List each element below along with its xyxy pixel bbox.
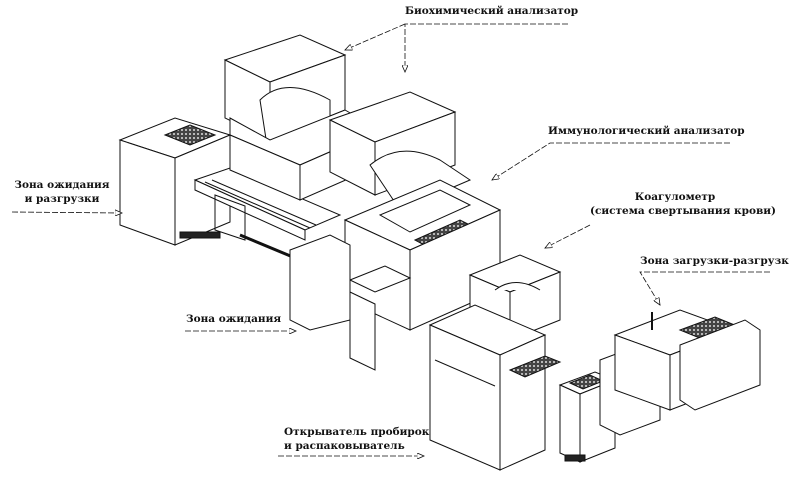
wait-unload-line1: Зона ожидания xyxy=(14,179,110,191)
label-immunological-analyzer: Иммунологический анализатор xyxy=(548,125,745,137)
opener-line1: Открыватель пробирок xyxy=(284,426,430,438)
callout-load xyxy=(639,271,770,305)
coag-line2: (система свертывания крови) xyxy=(590,205,777,217)
label-loading-zone: Зона загрузки-разгрузки xyxy=(640,255,789,267)
transport-rail xyxy=(193,167,342,262)
loading-unloading-unit xyxy=(613,309,761,411)
wait-unload-line2: и разгрузки xyxy=(24,193,100,205)
waiting-unloading-unit xyxy=(118,117,232,246)
opener-line2: и распаковыватель xyxy=(284,440,405,452)
label-tube-opener: Открыватель пробирок и распаковыватель xyxy=(284,425,429,453)
label-waiting-zone: Зона ожидания xyxy=(186,313,282,325)
label-coagulometer: Коагулометр (система свертывания крови) xyxy=(590,190,777,218)
label-biochemical-analyzer: Биохимический анализатор xyxy=(405,5,579,17)
immunological-analyzer xyxy=(289,91,502,371)
label-waiting-unloading-zone: Зона ожидания и разгрузки xyxy=(12,178,112,206)
tube-opener-unit xyxy=(428,304,562,471)
callout-biochem xyxy=(405,23,568,72)
callout-immuno xyxy=(492,142,730,180)
coag-line1: Коагулометр xyxy=(634,191,716,203)
callout-coag xyxy=(545,224,591,248)
callout-wait-unload xyxy=(11,212,122,213)
callout-biochem-2 xyxy=(345,23,406,50)
